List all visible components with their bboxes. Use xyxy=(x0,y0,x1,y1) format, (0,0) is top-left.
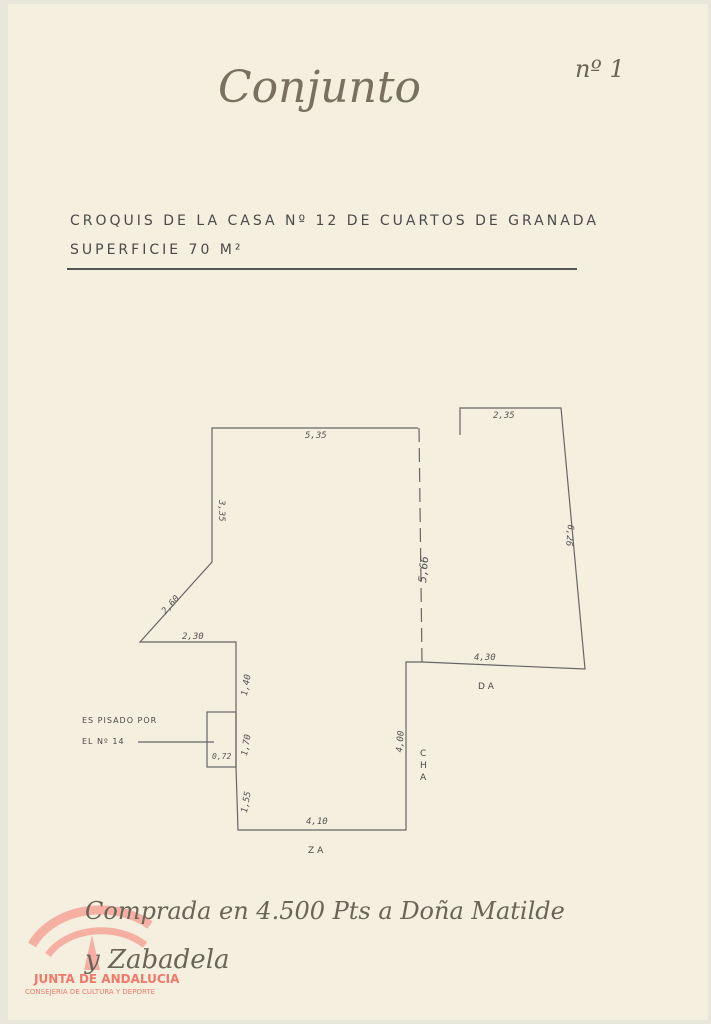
plan-notch xyxy=(206,711,237,768)
dim-left-step: 2,30 xyxy=(182,632,204,642)
handwritten-title: Conjunto xyxy=(218,62,421,113)
neighbor-label-za: ZA xyxy=(308,846,327,856)
watermark-dept: CONSEJERÍA DE CULTURA Y DEPORTE xyxy=(25,988,156,996)
neighbor-label-cha: CHA xyxy=(420,749,427,783)
dim-right-bottom: 4,30 xyxy=(474,653,496,663)
note-line-2: EL Nº 14 xyxy=(82,737,125,746)
title-underline xyxy=(67,268,577,270)
handwritten-note-line-2: y Zabadela xyxy=(85,945,230,975)
neighbor-label-da: DA xyxy=(478,682,497,692)
watermark-org: JUNTA DE ANDALUCIA xyxy=(34,972,180,986)
handwritten-note-line-1: Comprada en 4.500 Pts a Doña Matilde xyxy=(85,897,565,925)
document-page xyxy=(8,4,708,1020)
dim-notch-width: 0,72 xyxy=(212,752,232,761)
plan-outline-left xyxy=(138,407,586,831)
sheet-number: nº 1 xyxy=(575,55,625,83)
dim-bottom: 4,10 xyxy=(306,817,328,827)
surface-area: SUPERFICIE 70 M² xyxy=(70,242,244,258)
note-line-1: ES PISADO POR xyxy=(82,716,158,725)
dim-top-right: 2,35 xyxy=(493,411,515,421)
sketch-title: CROQUIS DE LA CASA Nº 12 DE CUARTOS DE G… xyxy=(70,213,599,229)
dim-top-left: 5,35 xyxy=(305,431,327,441)
